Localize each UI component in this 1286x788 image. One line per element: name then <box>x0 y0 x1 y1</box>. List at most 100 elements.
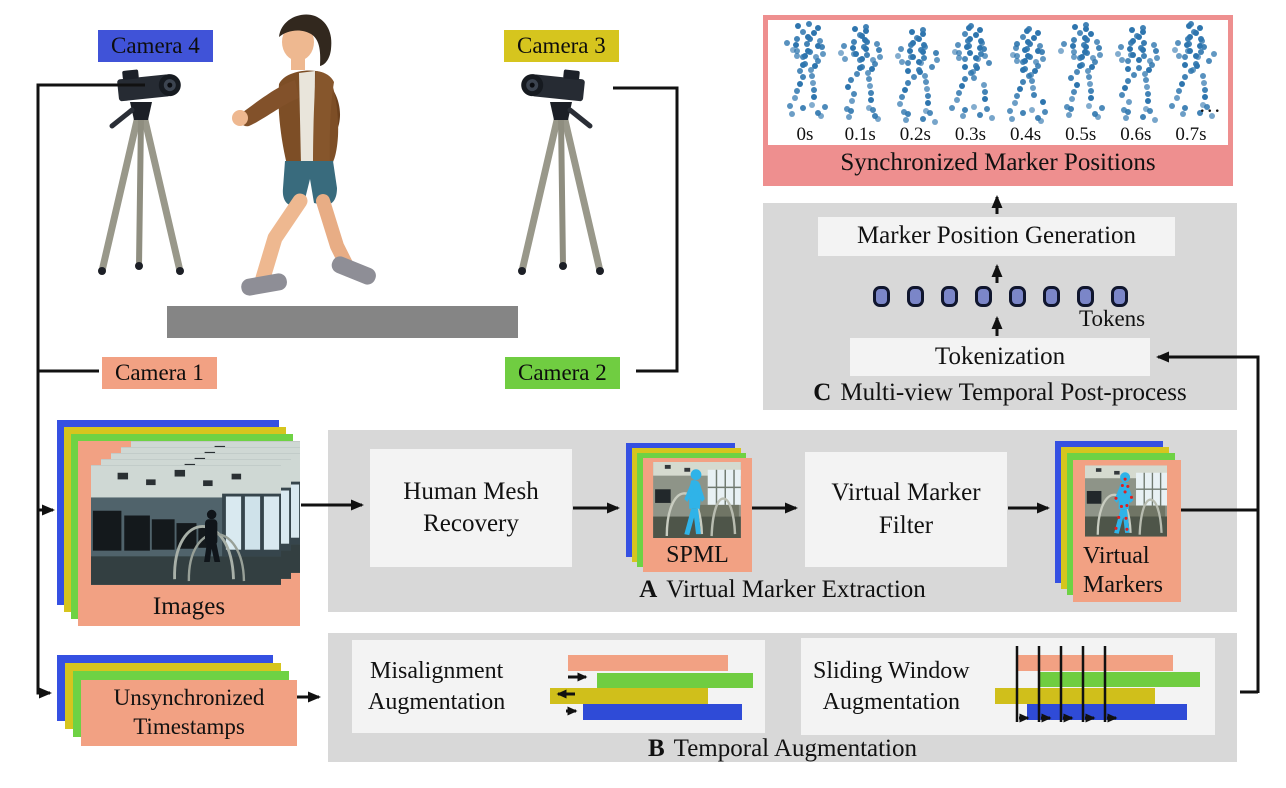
marker-dot <box>1019 110 1026 116</box>
marker-dot <box>1145 67 1152 73</box>
walking-person <box>232 14 376 296</box>
marker-dot <box>977 27 984 33</box>
marker-dot <box>848 108 855 114</box>
marker-dot <box>1070 49 1077 55</box>
marker-cloud <box>1057 22 1105 122</box>
marker-dot <box>1023 46 1030 52</box>
marker-dot <box>1026 54 1033 60</box>
marker-dot <box>1063 104 1070 110</box>
marker-dot <box>864 52 871 58</box>
marker-dot <box>1124 78 1131 84</box>
marker-dot <box>818 113 824 119</box>
marker-dot <box>1151 117 1158 123</box>
marker-dot <box>1085 74 1092 80</box>
marker-dot <box>1210 51 1217 57</box>
marker-dot <box>1199 73 1206 79</box>
marker-dot <box>815 25 821 31</box>
marker-dot <box>903 117 910 123</box>
marker-dot <box>851 91 858 97</box>
marker-dot <box>1065 112 1072 118</box>
camera-2-tag: Camera 2 <box>505 357 620 389</box>
marker-dot <box>962 56 969 62</box>
marker-dot <box>877 54 884 60</box>
marker-dot <box>1030 35 1037 41</box>
panel-b-title: Temporal Augmentation <box>673 735 918 762</box>
marker-dot <box>962 76 969 82</box>
marker-dot <box>870 107 877 113</box>
marker-dot <box>870 57 877 63</box>
frame-time-label: 0.2s <box>899 124 931 145</box>
marker-dot <box>986 60 993 66</box>
marker-dot <box>807 49 813 55</box>
virtual-markers-label: Virtual Markers <box>1083 542 1163 601</box>
treadmill <box>167 306 518 338</box>
marker-dot <box>1096 52 1103 58</box>
camera-4-tag: Camera 4 <box>98 30 213 62</box>
marker-dot <box>800 105 806 111</box>
marker-dot <box>1091 59 1098 65</box>
marker-dot <box>1083 50 1090 56</box>
marker-dot <box>1141 71 1148 77</box>
marker-dot <box>1032 59 1039 65</box>
marker-dot <box>1186 34 1193 40</box>
marker-frame: 0.5s <box>1057 22 1105 145</box>
marker-dot <box>923 79 930 85</box>
marker-dot <box>1013 93 1020 99</box>
marker-dot <box>1194 54 1201 60</box>
marker-dot <box>899 94 906 100</box>
marker-dot <box>813 54 819 60</box>
marker-dot <box>1181 54 1188 60</box>
marker-cloud <box>893 24 941 125</box>
marker-dot <box>1082 44 1089 50</box>
marker-dot <box>815 43 821 49</box>
lab-photo-front <box>91 464 281 586</box>
marker-dot <box>1034 115 1041 121</box>
token-row <box>873 286 1128 307</box>
marker-dot <box>960 113 967 119</box>
tokenization-box: Tokenization <box>850 338 1150 376</box>
marker-dot <box>1027 72 1034 78</box>
marker-dot <box>1085 103 1092 109</box>
marker-dot <box>984 106 991 112</box>
marker-dot <box>1037 118 1044 124</box>
marker-dot <box>1146 58 1153 64</box>
marker-dot <box>1098 105 1105 111</box>
marker-dot <box>1013 41 1020 47</box>
marker-dot <box>1196 43 1203 49</box>
marker-dot <box>852 26 859 32</box>
misalignment-augmentation-box: Misalignment Augmentation <box>352 640 765 733</box>
marker-dot <box>977 45 984 51</box>
vm-label-line2: Markers <box>1083 572 1163 599</box>
marker-dot <box>952 49 959 55</box>
marker-dot <box>923 108 930 114</box>
marker-dot <box>966 43 973 49</box>
marker-dot <box>1013 53 1020 59</box>
marker-dot <box>909 29 916 35</box>
token <box>975 286 992 307</box>
marker-dot <box>865 70 872 76</box>
marker-dot <box>1019 34 1026 40</box>
marker-dot <box>1193 63 1200 69</box>
marker-dot <box>849 98 856 104</box>
marker-dot <box>1034 63 1041 69</box>
marker-dot <box>1060 41 1067 47</box>
marker-dot <box>1129 38 1136 44</box>
marker-dot <box>1146 108 1153 114</box>
marker-dot <box>1140 40 1147 46</box>
marker-dot <box>1139 114 1146 120</box>
marker-dot <box>1181 74 1188 80</box>
marker-frame: 0.7s <box>1168 21 1217 145</box>
timestamps-stack: Unsynchronized Timestamps <box>57 655 297 746</box>
marker-dot <box>804 41 810 47</box>
marker-dot <box>955 42 962 48</box>
sliding-bar-blue <box>1027 704 1187 720</box>
marker-dot <box>863 46 870 52</box>
token <box>1077 286 1094 307</box>
marker-dot <box>868 97 875 103</box>
marker-dot <box>920 27 927 33</box>
sliding-window-label: Sliding Window Augmentation <box>813 655 970 717</box>
marker-dot <box>977 112 984 118</box>
vm-label-line1: Virtual <box>1083 543 1150 569</box>
marker-dot <box>1152 48 1159 54</box>
